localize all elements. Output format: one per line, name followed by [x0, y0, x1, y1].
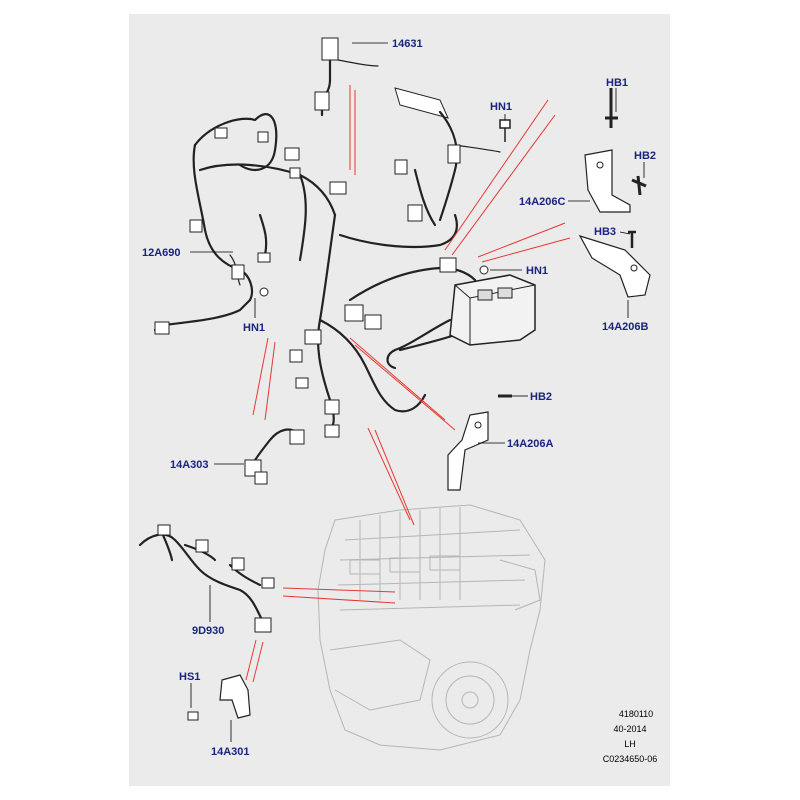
connector-14631 [314, 37, 379, 117]
callout-14631: 14631 [392, 38, 423, 50]
callout-9D930: 9D930 [192, 625, 224, 637]
harness-14A303 [244, 428, 305, 485]
bracket-14A206A [447, 411, 489, 491]
harness-9D930 [138, 524, 275, 633]
callout-hn1-left: HN1 [243, 322, 265, 334]
reference-block: 4180110 40-2014 LH C0234650-06 [603, 709, 658, 764]
diagram-panel [129, 14, 670, 786]
callout-hn1-right: HN1 [526, 265, 548, 277]
callout-14A206A: 14A206A [507, 438, 554, 450]
callout-hs1: HS1 [179, 671, 200, 683]
bracket-14A301 [219, 674, 251, 719]
battery-junction-box [386, 274, 536, 370]
callout-labels: 14631 HB1 HN1 HB2 14A206C HB3 12A690 HN1… [142, 38, 656, 758]
bracket-14A206C [584, 149, 631, 213]
main-harness-12A690 [153, 113, 477, 438]
callout-hb2-mid: HB2 [530, 391, 552, 403]
engine-block [317, 504, 546, 751]
footer-date: 40-2014 [613, 724, 646, 734]
callout-hb1: HB1 [606, 77, 628, 89]
bolts [187, 88, 647, 721]
bracket-14A206B [578, 234, 651, 298]
callout-14A206B: 14A206B [602, 321, 649, 333]
callout-14A206C: 14A206C [519, 196, 566, 208]
callout-hb3: HB3 [594, 226, 616, 238]
callout-14A303: 14A303 [170, 459, 209, 471]
upper-cable-strip [394, 87, 501, 222]
footer-code: 4180110 [619, 709, 653, 719]
footer-ref: C0234650-06 [603, 754, 658, 764]
footer-side: LH [624, 739, 636, 749]
callout-14A301: 14A301 [211, 746, 250, 758]
callout-hn1-top: HN1 [490, 101, 512, 113]
callout-hb2-top: HB2 [634, 150, 656, 162]
leader-lines [190, 42, 645, 742]
callout-12A690: 12A690 [142, 247, 181, 259]
relation-lines [245, 85, 571, 683]
